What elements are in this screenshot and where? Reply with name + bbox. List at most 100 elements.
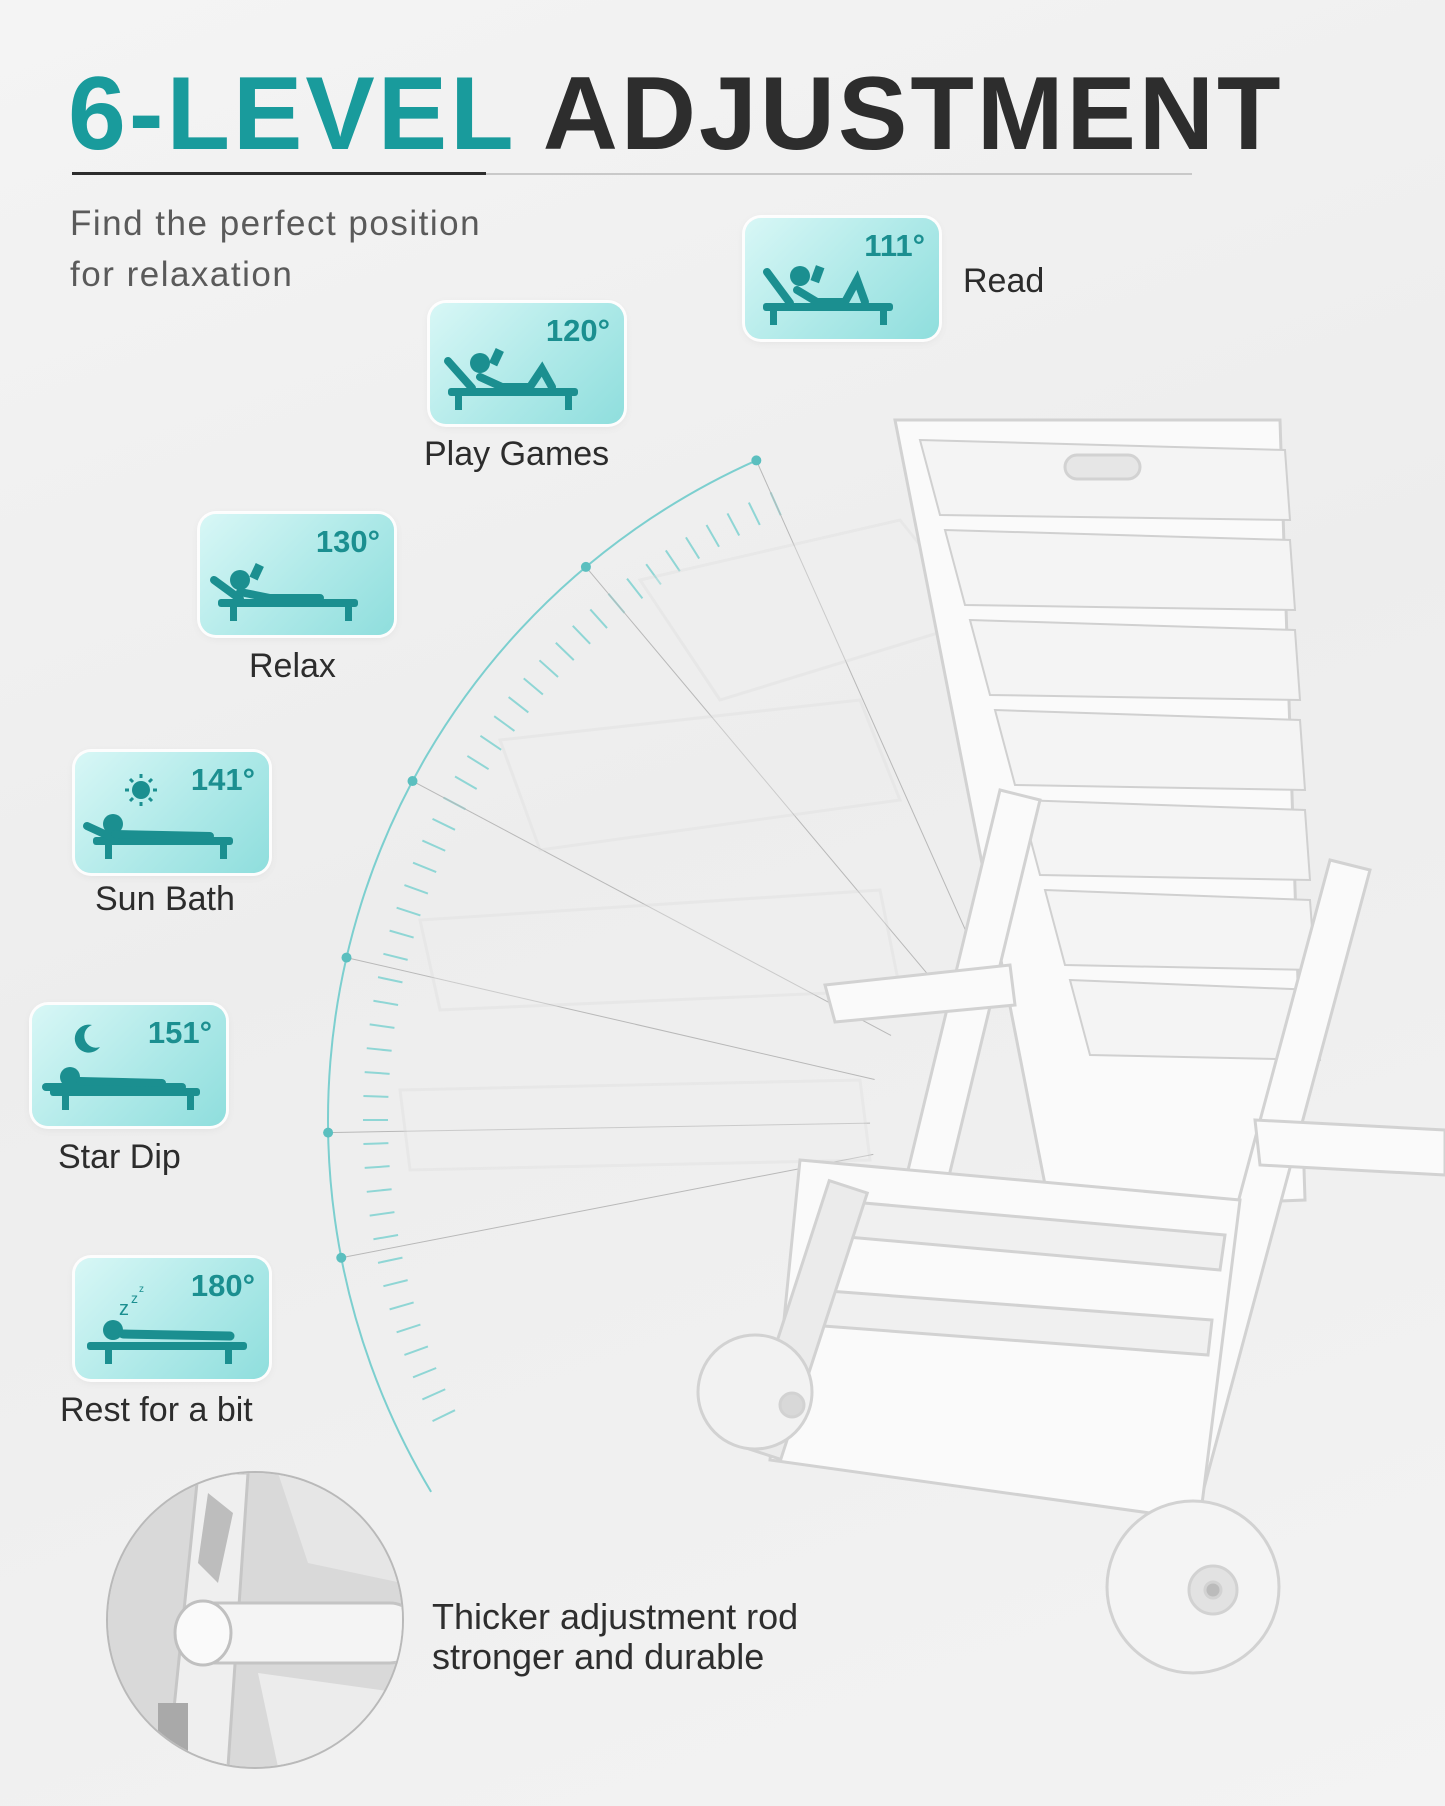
dial-tick bbox=[747, 502, 761, 526]
left-armrest bbox=[823, 963, 1017, 1024]
position-card-rest: z z z 180° bbox=[75, 1258, 269, 1379]
dial-marker bbox=[341, 952, 352, 963]
angle-value: 151° bbox=[147, 1015, 212, 1050]
dial-tick bbox=[404, 884, 429, 895]
dial-tick bbox=[377, 1256, 403, 1264]
dial-tick bbox=[726, 512, 741, 536]
dial-tick bbox=[366, 1188, 392, 1193]
angle-dial bbox=[323, 455, 978, 1493]
dial-tick bbox=[383, 1279, 408, 1288]
rod-note-line-1: Thicker adjustment rod bbox=[432, 1596, 799, 1637]
dial-guide-line bbox=[346, 957, 875, 1080]
gaming-person-icon bbox=[444, 348, 578, 410]
title-main: ADJUSTMENT bbox=[542, 56, 1284, 172]
dial-guide-line bbox=[585, 566, 935, 983]
title-accent: 6-LEVEL bbox=[68, 56, 515, 172]
subtitle-line-1: Find the perfect position bbox=[70, 204, 482, 243]
dial-tick bbox=[626, 578, 644, 599]
angle-value: 130° bbox=[315, 524, 380, 559]
dial-tick bbox=[479, 735, 502, 751]
dial-tick bbox=[523, 677, 544, 696]
backrest-handle bbox=[1063, 453, 1142, 481]
dial-tick bbox=[555, 642, 575, 661]
stargazing-person-icon bbox=[42, 1024, 200, 1110]
dial-tick bbox=[508, 696, 529, 714]
angle-value: 111° bbox=[864, 228, 925, 263]
angle-value: 120° bbox=[545, 313, 610, 348]
position-label-star-dip: Star Dip bbox=[58, 1138, 181, 1176]
position-label-read: Read bbox=[963, 262, 1045, 300]
dial-tick bbox=[363, 1142, 389, 1145]
position-label-relax: Relax bbox=[249, 647, 336, 685]
sunbathing-person-icon bbox=[83, 774, 233, 859]
dial-tick bbox=[404, 1345, 429, 1356]
dial-tick bbox=[369, 1023, 395, 1029]
dial-tick bbox=[589, 608, 608, 629]
reading-person-icon bbox=[763, 265, 893, 325]
chair-illustration bbox=[398, 418, 1445, 1675]
dial-tick bbox=[665, 549, 681, 572]
angle-value: 141° bbox=[190, 762, 255, 797]
position-label-rest: Rest for a bit bbox=[60, 1391, 253, 1429]
dial-tick bbox=[373, 1233, 399, 1241]
svg-text:z: z bbox=[139, 1284, 144, 1295]
dial-tick bbox=[432, 817, 456, 831]
dial-tick bbox=[373, 999, 399, 1007]
dial-tick bbox=[389, 929, 414, 939]
dial-tick bbox=[364, 1071, 390, 1075]
dial-tick bbox=[421, 839, 446, 852]
dial-tick bbox=[454, 775, 478, 790]
position-card-play-games: 120° bbox=[430, 303, 624, 424]
rod-note-line-2: stronger and durable bbox=[432, 1636, 765, 1677]
svg-text:z: z bbox=[119, 1298, 129, 1320]
dial-arc bbox=[327, 459, 757, 1493]
dial-tick bbox=[493, 715, 516, 732]
dial-tick bbox=[538, 659, 559, 678]
page-title: 6-LEVEL ADJUSTMENT bbox=[68, 62, 1283, 166]
left-wheel bbox=[696, 1333, 814, 1451]
dial-tick bbox=[421, 1388, 446, 1401]
angle-value: 180° bbox=[190, 1268, 255, 1303]
dial-tick bbox=[432, 1409, 456, 1423]
dial-tick bbox=[366, 1047, 392, 1052]
relaxing-person-icon bbox=[210, 563, 358, 621]
sleeping-person-icon: z z z bbox=[87, 1284, 247, 1364]
dial-tick bbox=[383, 952, 408, 961]
dial-tick bbox=[377, 976, 403, 984]
dial-tick bbox=[572, 625, 591, 645]
position-label-play-games: Play Games bbox=[424, 435, 610, 473]
dial-tick bbox=[363, 1095, 389, 1098]
dial-marker bbox=[407, 776, 418, 787]
subtitle: Find the perfect position for relaxation bbox=[70, 198, 630, 300]
dial-tick bbox=[412, 861, 437, 873]
position-card-relax: 130° bbox=[200, 514, 394, 635]
moon-icon bbox=[74, 1024, 100, 1053]
rod-closeup-image bbox=[108, 1473, 402, 1767]
dial-guide-line bbox=[755, 460, 978, 956]
dial-marker bbox=[336, 1252, 347, 1263]
position-label-sun-bath: Sun Bath bbox=[95, 880, 235, 918]
sun-icon bbox=[132, 781, 150, 799]
dial-tick bbox=[645, 563, 662, 586]
dial-tick bbox=[685, 536, 701, 560]
dial-tick bbox=[412, 1367, 437, 1379]
position-card-sun-bath: 141° bbox=[75, 752, 269, 873]
dial-tick bbox=[369, 1211, 395, 1217]
dial-tick bbox=[364, 1165, 390, 1169]
dial-marker bbox=[751, 455, 762, 466]
position-card-read: 111° bbox=[745, 218, 939, 339]
dial-tick bbox=[705, 524, 720, 548]
dial-marker bbox=[580, 561, 591, 572]
svg-text:z: z bbox=[131, 1290, 138, 1306]
rod-note: Thicker adjustment rod stronger and dura… bbox=[432, 1597, 798, 1677]
dial-tick bbox=[396, 1323, 421, 1334]
dial-guide-line bbox=[412, 780, 892, 1036]
position-card-star-dip: 151° bbox=[32, 1005, 226, 1126]
title-underline bbox=[72, 172, 1192, 175]
dial-guide-line bbox=[328, 1122, 871, 1134]
dial-tick bbox=[396, 906, 421, 917]
dial-marker bbox=[323, 1127, 334, 1138]
dial-tick bbox=[389, 1301, 414, 1311]
